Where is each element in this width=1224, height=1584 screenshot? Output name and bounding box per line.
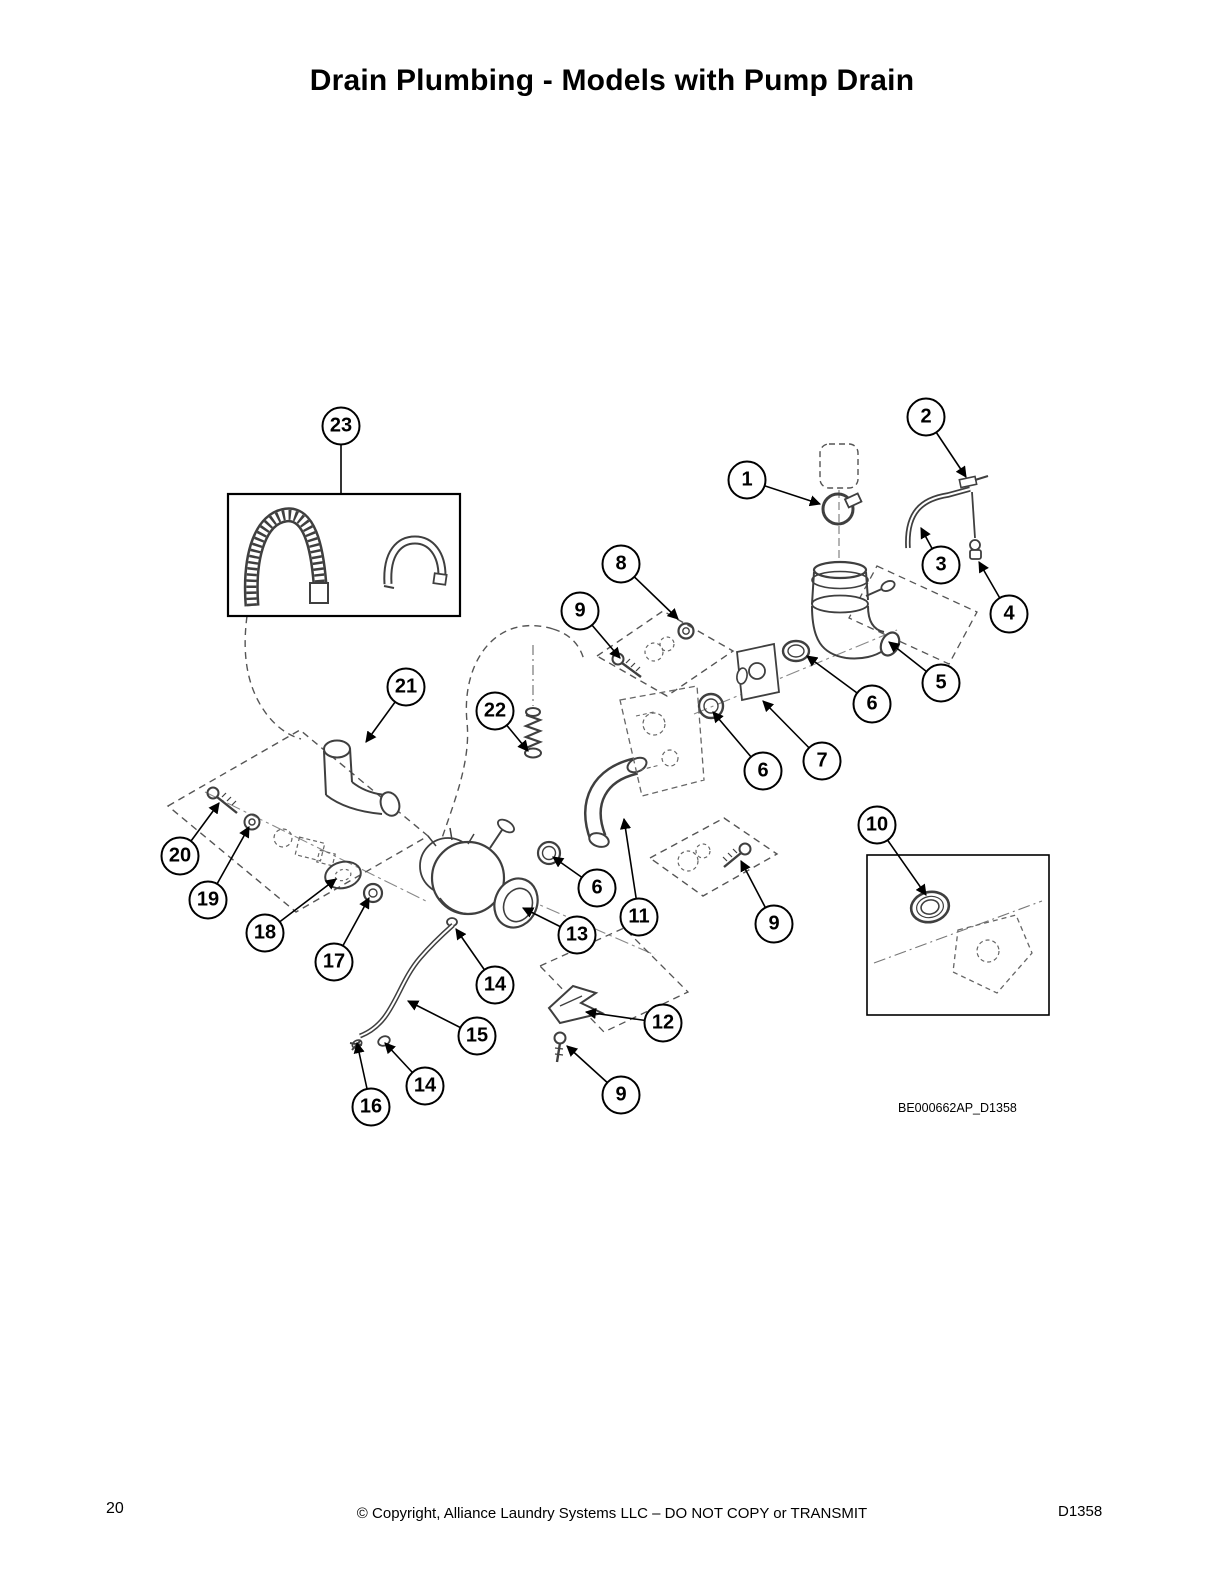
callout-4: 4 — [989, 594, 1029, 634]
callout-10: 10 — [857, 805, 897, 845]
spring-part — [522, 645, 544, 759]
upper-fastener-panel — [595, 610, 735, 697]
callout-1: 1 — [727, 460, 767, 500]
callout-11: 11 — [619, 897, 659, 937]
callout-18: 18 — [245, 913, 285, 953]
callout-14a: 14 — [475, 965, 515, 1005]
drain-hose-inset-box — [226, 492, 462, 618]
grommet-inset-box — [866, 854, 1050, 1016]
callout-19: 19 — [188, 880, 228, 920]
page-number: 20 — [106, 1500, 124, 1517]
elbow-hose — [584, 756, 648, 848]
callout-21: 21 — [386, 667, 426, 707]
page-title: Drain Plumbing - Models with Pump Drain — [309, 64, 915, 97]
pump-assembly — [419, 818, 562, 929]
callout-9c: 9 — [601, 1075, 641, 1115]
callout-13: 13 — [557, 915, 597, 955]
callout-14b: 14 — [405, 1066, 445, 1106]
callout-8: 8 — [601, 544, 641, 584]
callout-17: 17 — [314, 942, 354, 982]
figure-reference: BE000662AP_D1358 — [898, 1101, 1017, 1115]
callout-15: 15 — [457, 1016, 497, 1056]
lower-fastener-panel — [648, 817, 779, 897]
pressure-tube — [349, 923, 455, 1051]
callout-9a: 9 — [560, 591, 600, 631]
callout-20: 20 — [160, 836, 200, 876]
callout-6b: 6 — [743, 751, 783, 791]
drain-outlet-assembly — [697, 443, 978, 720]
overflow-tube — [323, 739, 401, 817]
callout-16: 16 — [351, 1087, 391, 1127]
callout-3: 3 — [921, 545, 961, 585]
callout-6c: 6 — [577, 868, 617, 908]
copyright-notice: © Copyright, Alliance Laundry Systems LL… — [356, 1505, 868, 1522]
callout-5: 5 — [921, 663, 961, 703]
callout-9b: 9 — [754, 904, 794, 944]
callout-23: 23 — [321, 406, 361, 446]
callout-6a: 6 — [852, 684, 892, 724]
callout-12: 12 — [643, 1003, 683, 1043]
center-axis-lines — [204, 629, 898, 956]
callout-7: 7 — [802, 741, 842, 781]
dashed-mounting-bracket — [619, 685, 705, 797]
document-id: D1358 — [1058, 1503, 1103, 1520]
callout-22: 22 — [475, 691, 515, 731]
callout-2: 2 — [906, 397, 946, 437]
dashed-routing-lines — [244, 615, 585, 845]
siphon-break-tube — [905, 475, 989, 560]
